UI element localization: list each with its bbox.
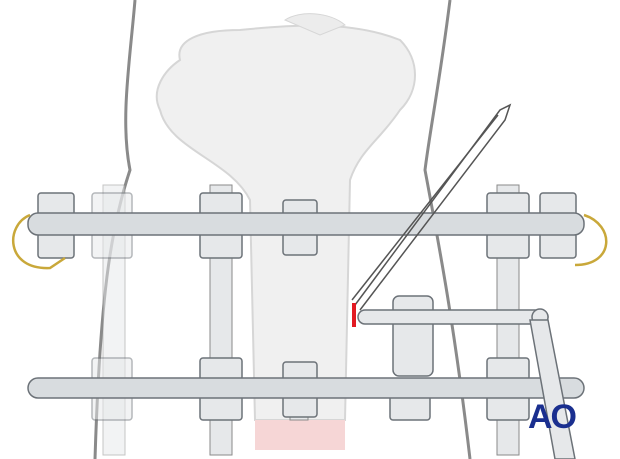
- pin-clamp: [357, 295, 576, 459]
- ao-logo: AO: [528, 398, 577, 436]
- highlight-band: [255, 420, 345, 450]
- wire-right: [574, 213, 608, 267]
- leg-outline-left: [93, 0, 137, 459]
- connecting-rods: [27, 212, 585, 399]
- nuts: [37, 192, 577, 421]
- incision-marker: [352, 303, 356, 327]
- leg-outline-right: [423, 0, 472, 459]
- scissors: [351, 103, 512, 311]
- wire-left: [12, 213, 66, 270]
